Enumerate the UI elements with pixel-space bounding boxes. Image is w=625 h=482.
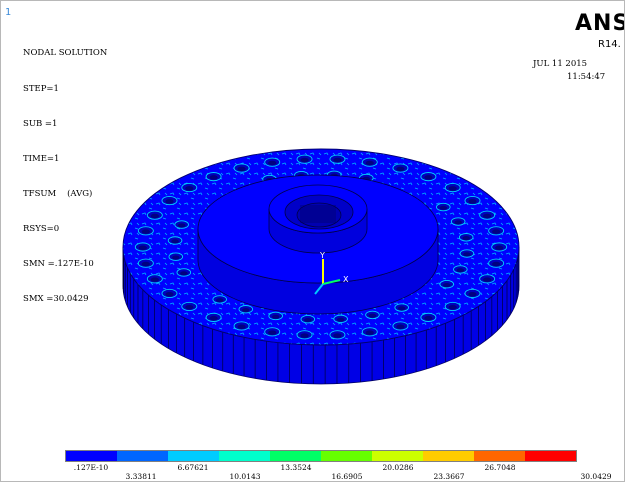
legend-swatch bbox=[372, 451, 423, 461]
disc-cooling-fins bbox=[122, 250, 520, 384]
disc-hole-inner bbox=[396, 166, 405, 172]
disc-holes bbox=[134, 154, 508, 340]
info-line-time: TIME=1 bbox=[23, 153, 60, 164]
info-line-smn: SMN =.127E-10 bbox=[23, 258, 94, 269]
solution-info-block: NODAL SOLUTION STEP=1 SUB =1 TIME=1 TFSU… bbox=[23, 25, 107, 329]
disc-hole-inner bbox=[304, 317, 312, 323]
disc-hole-inner bbox=[454, 220, 462, 225]
disc-hole-inner bbox=[468, 199, 477, 204]
disc-hole-inner bbox=[483, 213, 492, 219]
disc-hole-inner bbox=[177, 223, 186, 228]
disc-hole-inner bbox=[300, 157, 309, 163]
contour-legend-bar bbox=[65, 450, 577, 462]
legend-label-bottom: 3.33811 bbox=[125, 472, 157, 481]
legend-label-top: 6.67621 bbox=[177, 463, 209, 472]
disc-hole-inner bbox=[365, 330, 374, 335]
date-label: JUL 11 2015 bbox=[533, 59, 588, 69]
disc-hole-inner bbox=[492, 229, 501, 234]
disc-hole-inner bbox=[268, 160, 277, 166]
disc-hole-inner bbox=[209, 175, 218, 180]
version-label: R14. bbox=[598, 39, 621, 50]
disc-hole-inner bbox=[333, 157, 342, 163]
disc-hole-inner bbox=[185, 304, 194, 310]
disc-hole-inner bbox=[365, 160, 374, 166]
disc-hole-inner bbox=[462, 236, 470, 241]
disc-hole-inner bbox=[336, 317, 345, 322]
legend-label-top: 13.3524 bbox=[280, 463, 312, 472]
disc-hole-inner bbox=[456, 268, 465, 273]
disc-hole-inner bbox=[237, 324, 246, 330]
disc-hole-inner bbox=[424, 315, 433, 321]
disc-hole-inner bbox=[439, 205, 448, 210]
legend-swatch bbox=[321, 451, 372, 461]
disc-hole-inner bbox=[468, 291, 477, 297]
legend-label-top: 20.0286 bbox=[382, 463, 414, 472]
triad-y-label: Y bbox=[319, 251, 325, 260]
legend-swatch bbox=[219, 451, 270, 461]
disc-hole-inner bbox=[165, 199, 174, 204]
info-line-rsys: RSYS=0 bbox=[23, 223, 60, 234]
disc-hole-inner bbox=[333, 333, 342, 338]
legend-label-bottom: 23.3667 bbox=[433, 472, 465, 481]
legend-swatch bbox=[423, 451, 474, 461]
disc-hole-inner bbox=[448, 186, 457, 191]
disc-hole-inner bbox=[138, 245, 147, 251]
disc-hole-inner bbox=[271, 314, 280, 319]
info-line-smx: SMX =30.0429 bbox=[23, 294, 89, 305]
disc-hole-inner bbox=[397, 306, 406, 311]
info-line-tfsum: TFSUM (AVG) bbox=[23, 188, 93, 199]
disc-hole-inner bbox=[268, 330, 277, 335]
ansys-logo: ANSYS bbox=[575, 11, 624, 36]
disc-hole-inner bbox=[172, 255, 180, 260]
disc-hole-inner bbox=[180, 271, 188, 276]
disc-hole-inner bbox=[150, 277, 159, 282]
legend-swatch bbox=[117, 451, 168, 461]
disc-hole-inner bbox=[141, 261, 150, 267]
disc-hole-inner bbox=[185, 186, 194, 191]
disc-hole-inner bbox=[396, 324, 405, 330]
disc-hole-inner bbox=[368, 313, 377, 318]
legend-label-top: .127E-10 bbox=[73, 463, 109, 472]
disc-hole-inner bbox=[215, 298, 224, 303]
legend-swatch bbox=[168, 451, 219, 461]
info-line-sub: SUB =1 bbox=[23, 118, 58, 129]
disc-hole-inner bbox=[171, 239, 179, 244]
time-label: 11:54:47 bbox=[567, 72, 606, 82]
legend-label-bottom: 10.0143 bbox=[229, 472, 261, 481]
hub-splines bbox=[300, 205, 336, 223]
legend-swatch bbox=[525, 451, 576, 461]
disc-hole-inner bbox=[463, 252, 471, 257]
window-number: 1 bbox=[5, 7, 12, 18]
disc-hole-inner bbox=[165, 291, 174, 297]
solution-title: NODAL SOLUTION bbox=[23, 48, 108, 59]
coordinate-triad: Y X bbox=[314, 251, 349, 295]
disc-hole-inner bbox=[492, 261, 501, 267]
info-line-step: STEP=1 bbox=[23, 83, 59, 94]
disc-hole-inner bbox=[242, 308, 250, 313]
legend-label-bottom: 16.6905 bbox=[331, 472, 363, 481]
legend-label-top: 26.7048 bbox=[484, 463, 516, 472]
disc-hole-inner bbox=[150, 213, 159, 219]
disc-hole-inner bbox=[443, 282, 451, 288]
legend-swatch bbox=[474, 451, 525, 461]
disc-hole-inner bbox=[448, 304, 457, 310]
disc-hole-inner bbox=[209, 315, 218, 321]
disc-hole-inner bbox=[300, 333, 309, 338]
hub bbox=[197, 174, 439, 315]
legend-swatch bbox=[66, 451, 117, 461]
disc-hole-inner bbox=[237, 166, 246, 172]
disc-side bbox=[122, 246, 520, 385]
disc-hole-inner bbox=[483, 277, 492, 282]
legend-label-bottom: 30.0429 bbox=[580, 472, 612, 481]
disc-hole-inner bbox=[141, 229, 150, 234]
disc-hole-inner bbox=[424, 175, 433, 180]
legend-swatch bbox=[270, 451, 321, 461]
triad-x-label: X bbox=[343, 275, 349, 284]
disc-hole-inner bbox=[495, 245, 504, 251]
